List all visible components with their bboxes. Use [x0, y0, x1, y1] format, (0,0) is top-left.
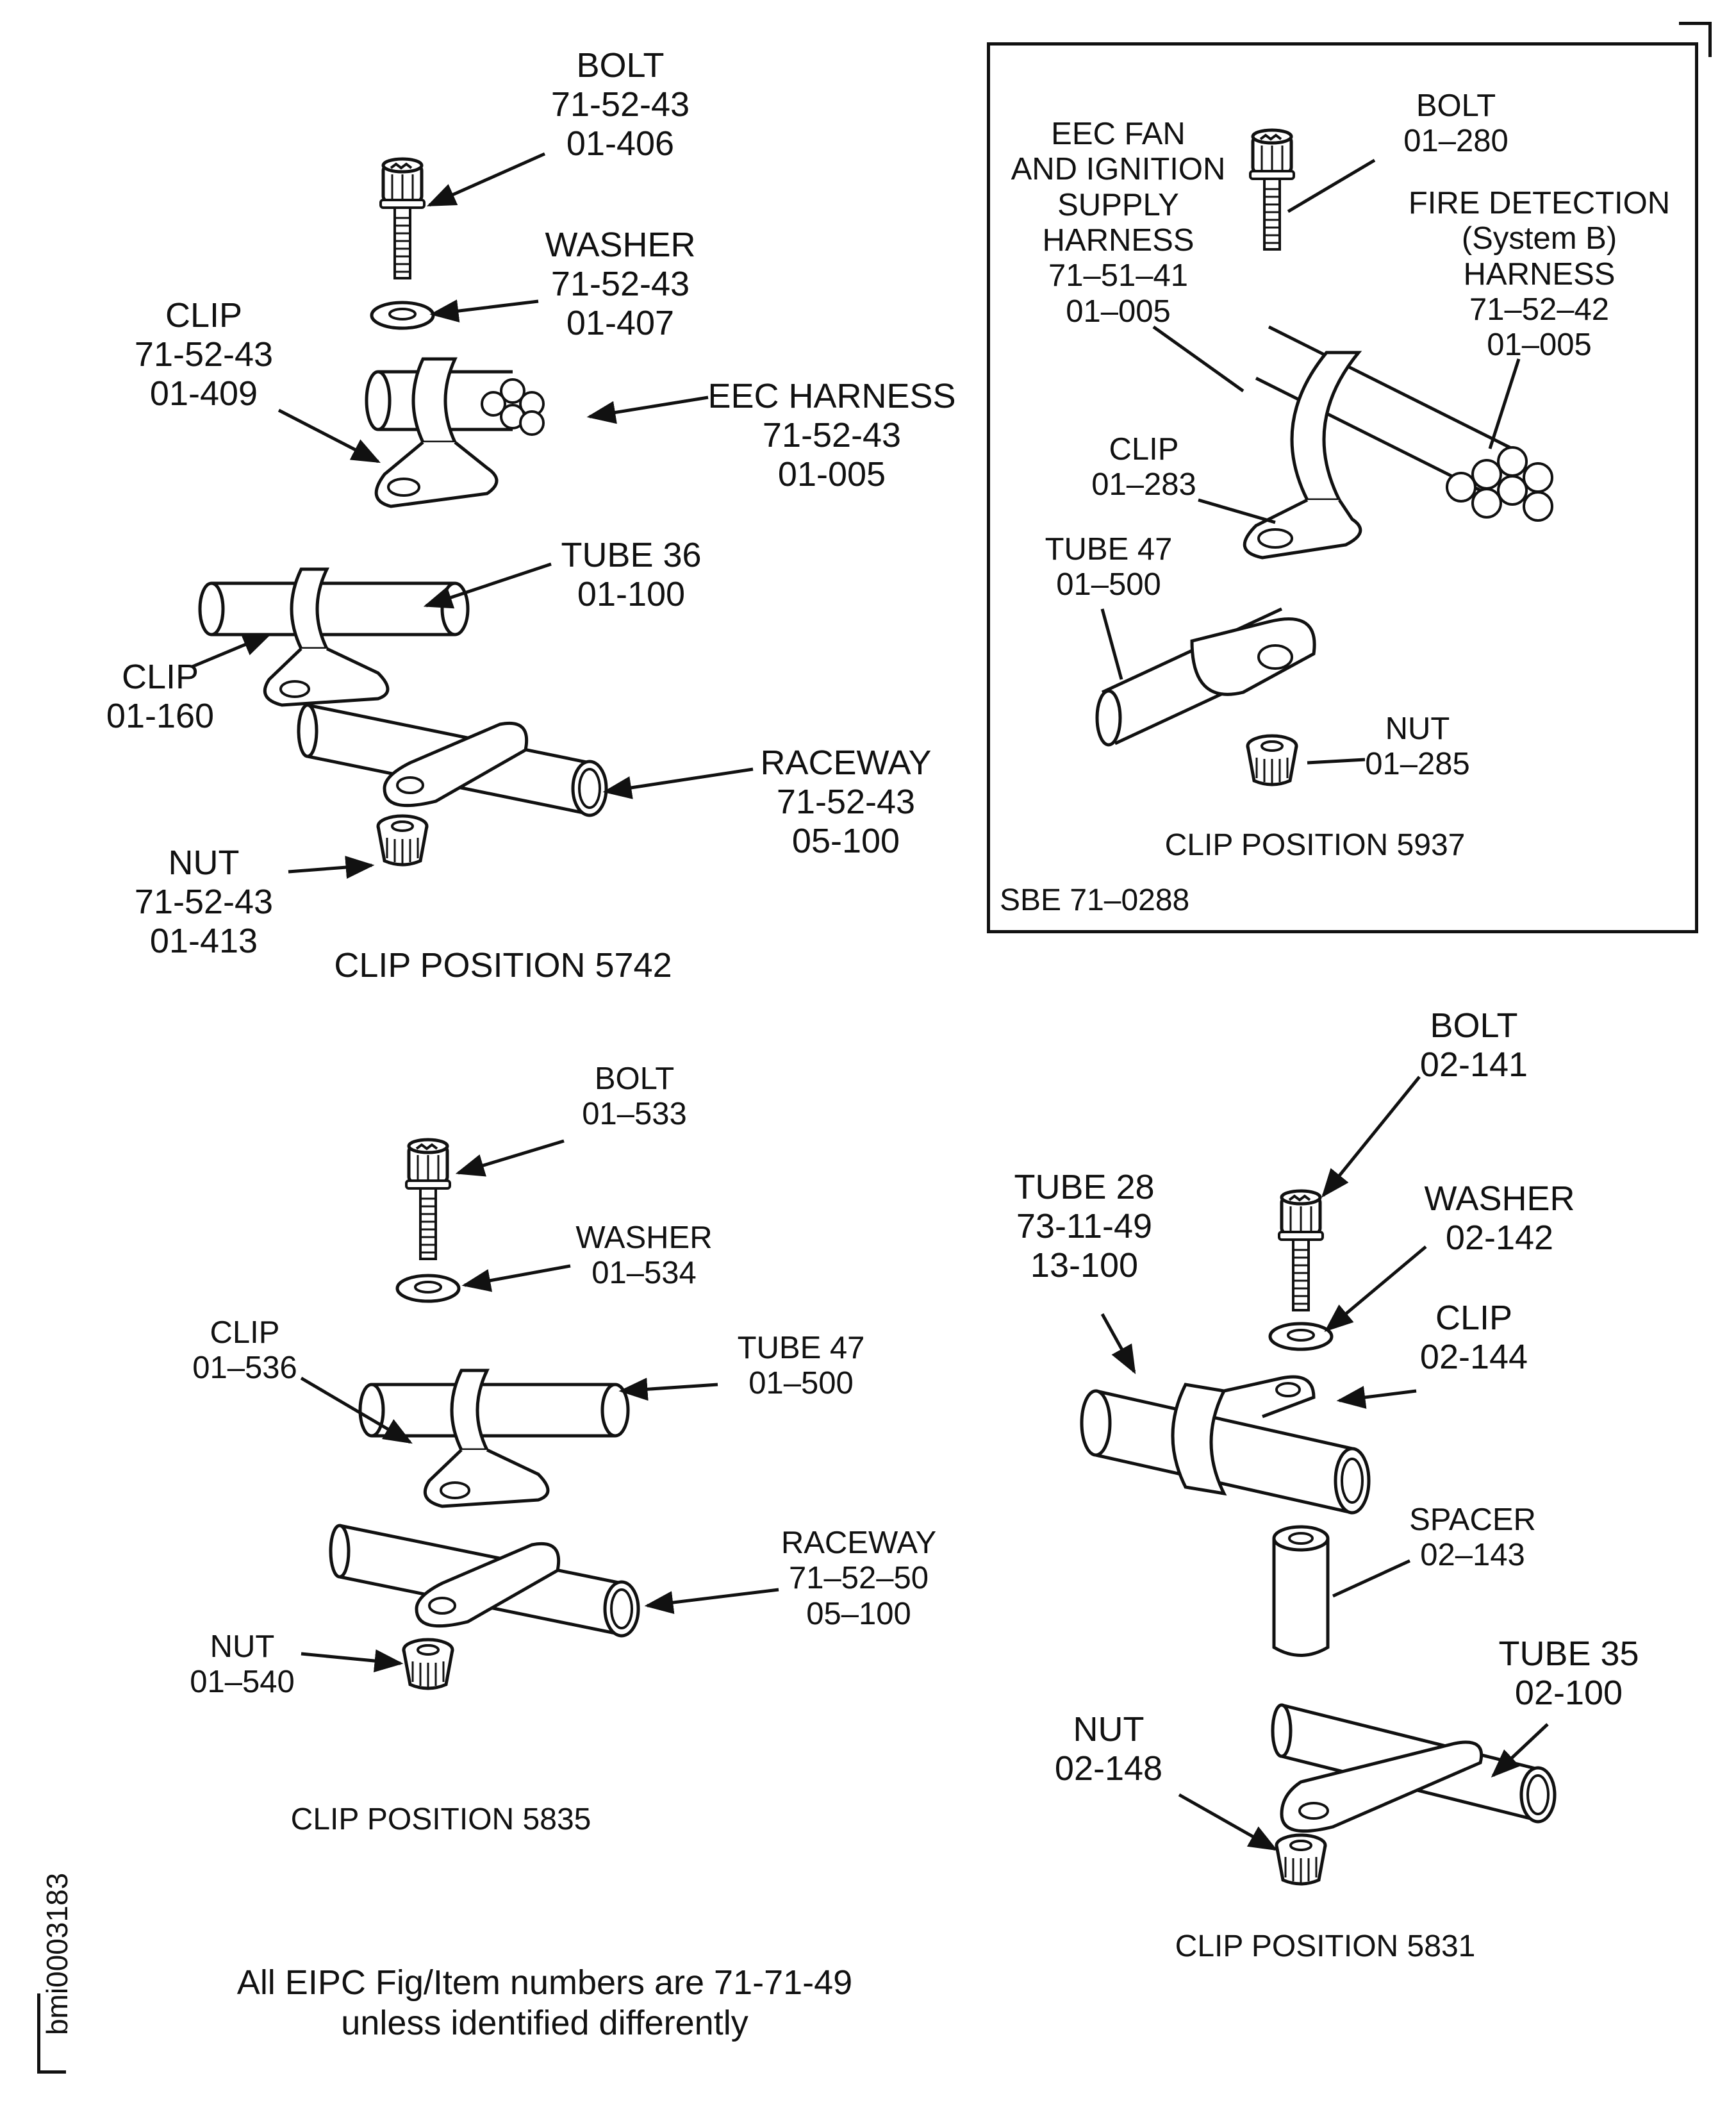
- clip-position-caption: CLIP POSITION 5937: [1164, 828, 1466, 862]
- sbe-inset-frame: [987, 42, 1698, 933]
- clip-label: CLIP 01–283: [1091, 432, 1196, 503]
- tube-label: TUBE 47 01–500: [737, 1331, 865, 1401]
- clip-position-caption: CLIP POSITION 5742: [334, 946, 672, 985]
- spacer-label: SPACER 02–143: [1409, 1502, 1536, 1573]
- bolt-label: BOLT 02-141: [1419, 1006, 1528, 1085]
- fire-detection-harness-label: FIRE DETECTION (System B) HARNESS 71–52–…: [1408, 186, 1671, 363]
- nut-label: NUT 71-52-43 01-413: [134, 844, 274, 961]
- clip-position-caption: CLIP POSITION 5835: [290, 1802, 591, 1836]
- washer-label: WASHER 01–534: [575, 1220, 713, 1291]
- tube-label: TUBE 36 01-100: [561, 536, 702, 614]
- tube-label: TUBE 47 01–500: [1045, 532, 1173, 603]
- eec-harness-label: EEC HARNESS 71-52-43 01-005: [707, 377, 956, 494]
- nut-label: NUT 01–540: [190, 1629, 295, 1700]
- drawing-id-mark: [37, 1993, 66, 2074]
- clip-label: CLIP 71-52-43 01-409: [134, 296, 274, 413]
- clip-label: CLIP 02-144: [1419, 1299, 1528, 1377]
- nut-label: NUT 02-148: [1054, 1710, 1163, 1788]
- bolt-label: BOLT 01–280: [1403, 88, 1509, 159]
- page-corner-mark: [1679, 22, 1712, 57]
- nut-label: NUT 01–285: [1365, 711, 1470, 782]
- bolt-label: BOLT 01–533: [582, 1061, 687, 1132]
- clip-position-5835-drawing: [300, 1140, 779, 1688]
- washer-label: WASHER 02-142: [1424, 1179, 1575, 1258]
- clip-position-5937-drawing: [1095, 130, 1553, 785]
- clip-position-caption: CLIP POSITION 5831: [1175, 1929, 1476, 1963]
- tube-label: TUBE 28 73-11-49 13-100: [1014, 1168, 1155, 1285]
- washer-label: WASHER 71-52-43 01-407: [545, 226, 696, 343]
- clip-position-5742-drawing: [192, 152, 754, 879]
- service-bulletin-ref: SBE 71–0288: [1000, 883, 1190, 917]
- clip-position-5831-drawing: [1080, 1076, 1557, 1884]
- tube-label: TUBE 35 02-100: [1498, 1635, 1639, 1713]
- clip-label: CLIP 01–536: [192, 1315, 297, 1386]
- eec-harness-label: EEC FAN AND IGNITION SUPPLY HARNESS 71–5…: [1011, 117, 1226, 329]
- clip-label: CLIP 01-160: [106, 658, 215, 736]
- bolt-label: BOLT 71-52-43 01-406: [550, 46, 690, 163]
- drawing-id: bmi0003183: [40, 1872, 74, 2035]
- footnote: All EIPC Fig/Item numbers are 71-71-49 u…: [236, 1963, 853, 2043]
- raceway-label: RACEWAY 71-52-43 05-100: [760, 744, 932, 861]
- raceway-label: RACEWAY 71–52–50 05–100: [781, 1526, 937, 1631]
